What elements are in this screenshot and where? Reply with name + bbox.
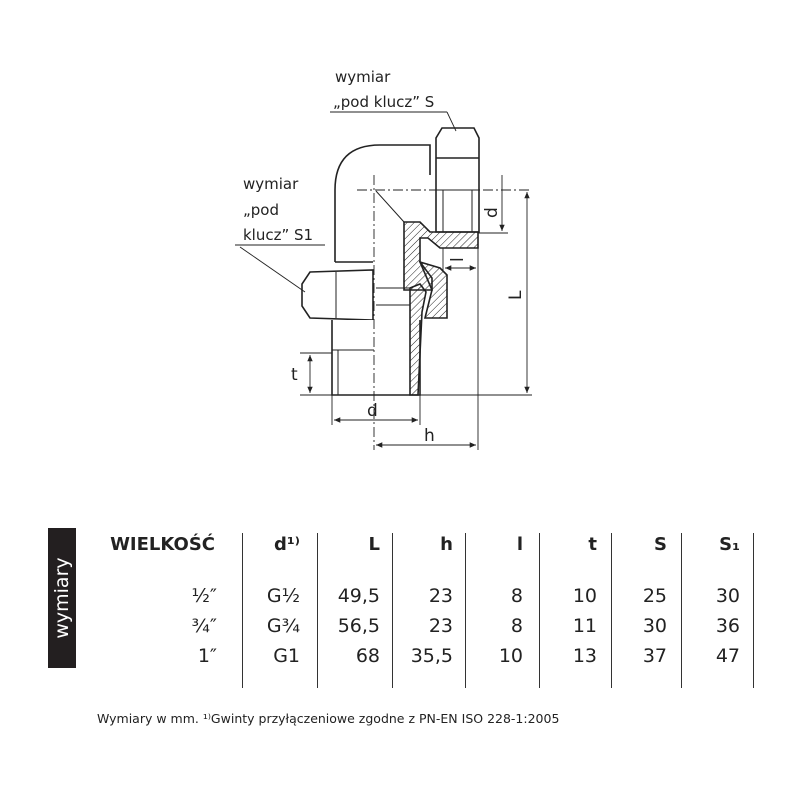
cell-h: 23 — [428, 615, 453, 637]
cell-h: 23 — [428, 585, 453, 607]
side-label: wymiary — [51, 557, 73, 639]
dim-label-l: l — [448, 257, 468, 262]
cell-d: G¾ — [266, 615, 300, 637]
cell-t: 13 — [572, 645, 597, 667]
cell-size: ½″ — [191, 585, 217, 607]
header-h: h — [440, 534, 453, 555]
column-divider — [681, 533, 682, 688]
side-label-box: wymiary — [48, 528, 76, 668]
column-divider — [392, 533, 393, 688]
dim-label-L: L — [506, 290, 526, 300]
dimension-lines — [235, 111, 532, 450]
cell-size: 1″ — [197, 645, 217, 667]
column-divider — [242, 533, 243, 688]
cell-S1: 30 — [715, 585, 740, 607]
column-divider — [611, 533, 612, 688]
column-divider — [465, 533, 466, 688]
cell-S: 25 — [642, 585, 667, 607]
cell-L: 68 — [355, 645, 380, 667]
column-divider — [539, 533, 540, 688]
cell-h: 35,5 — [410, 645, 453, 667]
cell-t: 10 — [572, 585, 597, 607]
cell-S1: 36 — [715, 615, 740, 637]
cell-L: 49,5 — [337, 585, 380, 607]
column-divider — [317, 533, 318, 688]
footnote: Wymiary w mm. ¹⁾Gwinty przyłączeniowe zg… — [97, 711, 560, 726]
header-size: WIELKOŚĆ — [110, 534, 215, 555]
dim-label-h: h — [424, 426, 435, 446]
fitting-technical-drawing: wymiar „pod klucz” S wymiar „pod klucz” … — [235, 68, 532, 450]
cell-size: ¾″ — [191, 615, 217, 637]
fitting-outline — [301, 127, 480, 396]
header-L: L — [368, 534, 380, 555]
header-S: S — [654, 534, 667, 555]
cell-l: 10 — [498, 645, 523, 667]
label-wrench-size-s1-line3: klucz” S1 — [243, 226, 313, 244]
dim-label-d-right: d — [482, 207, 502, 218]
header-d: d¹⁾ — [274, 534, 300, 555]
label-wrench-size-s-line2: „pod klucz” S — [333, 93, 434, 111]
label-wrench-size-s1-line2: „pod — [243, 201, 279, 219]
label-wrench-size-s1-line1: wymiar — [243, 175, 299, 193]
cell-S1: 47 — [715, 645, 740, 667]
dim-label-t: t — [291, 365, 298, 385]
header-t: t — [588, 534, 597, 555]
cell-l: 8 — [510, 585, 523, 607]
cell-S: 37 — [642, 645, 667, 667]
header-l: l — [516, 534, 523, 555]
cell-d: G1 — [273, 645, 300, 667]
cell-S: 30 — [642, 615, 667, 637]
cell-L: 56,5 — [337, 615, 380, 637]
cell-d: G½ — [266, 585, 300, 607]
header-S1: S₁ — [719, 534, 740, 555]
dim-label-d-bottom: d — [367, 401, 378, 421]
cell-l: 8 — [510, 615, 523, 637]
column-divider — [753, 533, 754, 688]
center-lines — [357, 175, 532, 450]
label-wrench-size-s-line1: wymiar — [335, 68, 391, 86]
cell-t: 11 — [572, 615, 597, 637]
